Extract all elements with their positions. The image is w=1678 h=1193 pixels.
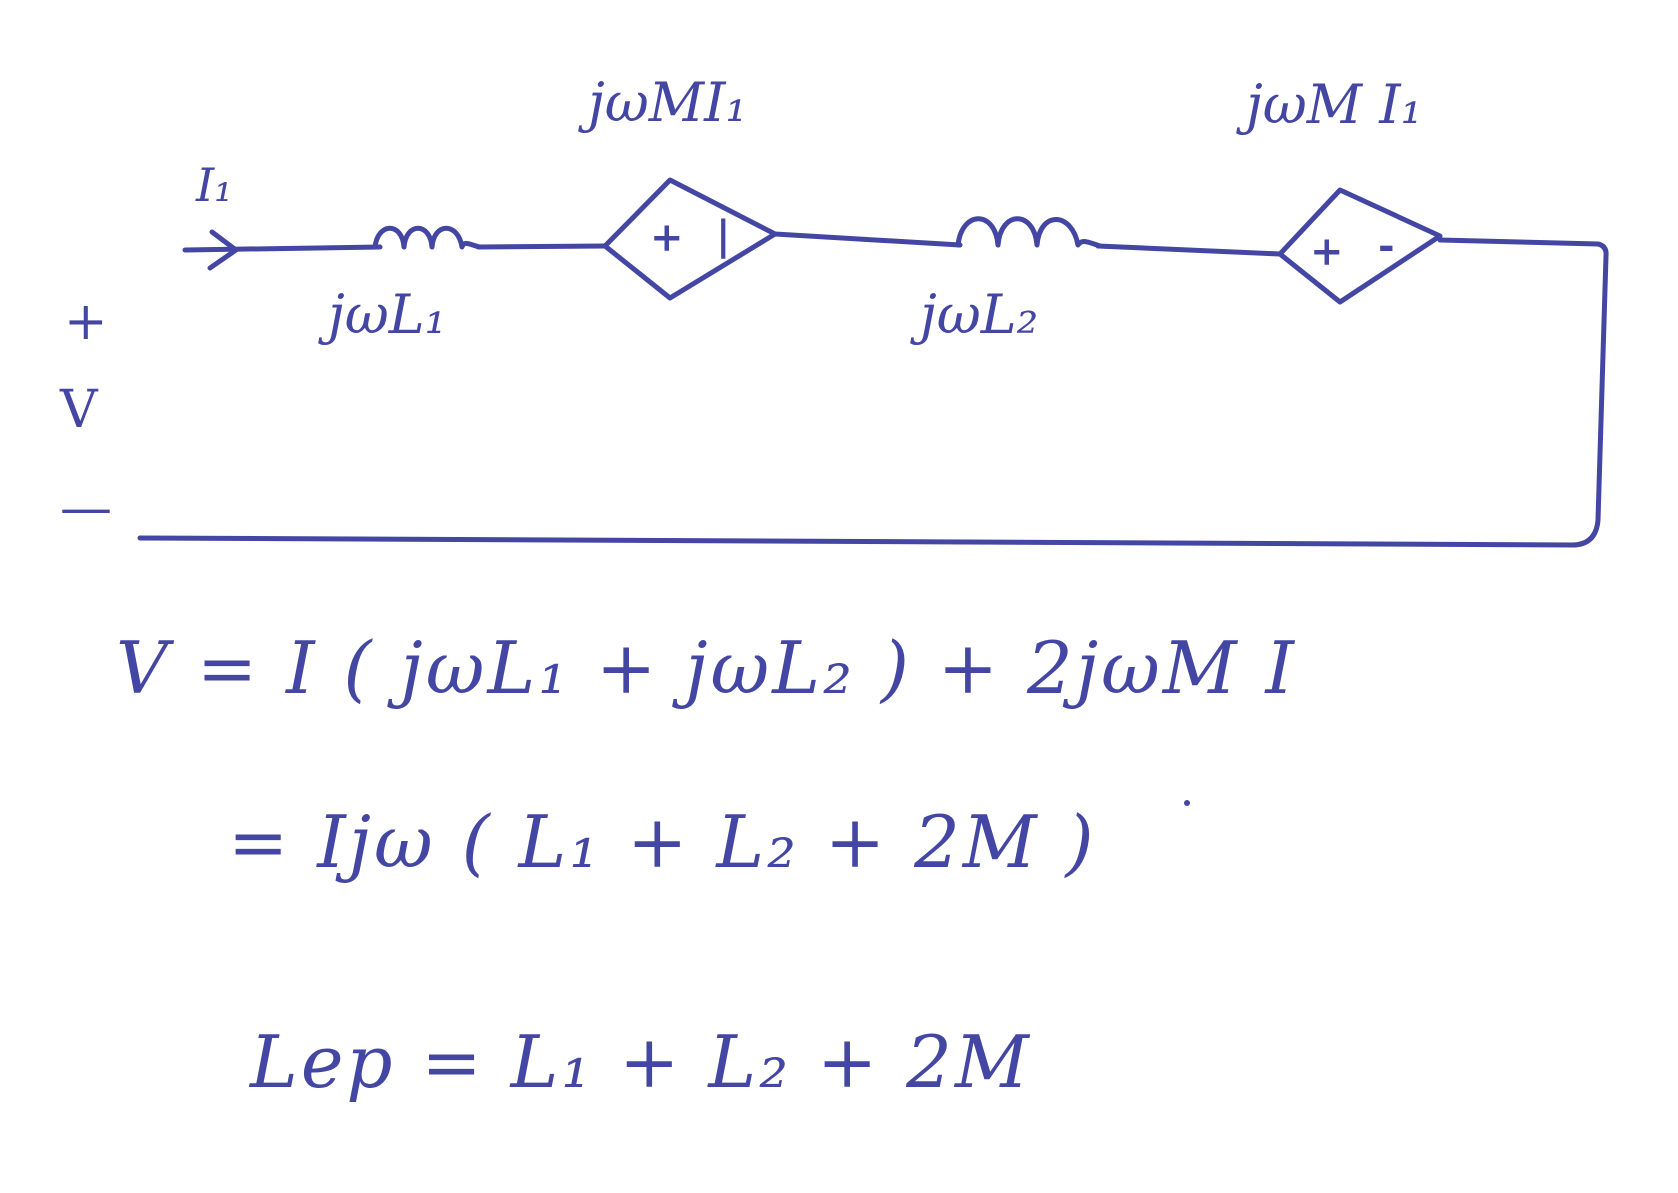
inductor-2-label: jωL₂ bbox=[920, 283, 1039, 346]
source-1-plus-sign: + bbox=[650, 214, 684, 261]
source-2-plus-sign: + bbox=[1310, 228, 1344, 275]
ink-dot bbox=[1184, 800, 1190, 806]
source-2-minus-sign: - bbox=[1378, 222, 1395, 269]
current-arrow-icon bbox=[207, 229, 239, 271]
voltage-minus-sign: — bbox=[60, 478, 112, 538]
equation-line-1: V = I ( jωL₁ + jωL₂ ) + 2jωM I bbox=[116, 626, 1297, 710]
wire-s2-right bbox=[1437, 237, 1609, 259]
voltage-label: V bbox=[60, 380, 98, 440]
inductor-1-coil bbox=[372, 225, 483, 250]
wire-right bbox=[1569, 253, 1609, 548]
dependent-source-2-diamond bbox=[1277, 187, 1443, 305]
inductor-1-label: jωL₁ bbox=[328, 283, 447, 346]
dependent-source-1-diamond bbox=[602, 177, 778, 301]
wire-bottom bbox=[137, 535, 1575, 548]
wire-left-top bbox=[182, 244, 383, 253]
wire-l1-s1 bbox=[475, 243, 608, 250]
equation-line-3: Lep = L₁ + L₂ + 2M bbox=[250, 1020, 1032, 1104]
equation-line-2: = Ijω ( L₁ + L₂ + 2M ) bbox=[228, 800, 1097, 884]
source-2-label: jωM I₁ bbox=[1246, 73, 1423, 136]
source-1-minus-sign: | bbox=[716, 212, 731, 259]
source-1-label: jωMI₁ bbox=[588, 71, 748, 134]
inductor-2-coil bbox=[955, 216, 1103, 249]
current-label: I₁ bbox=[196, 158, 233, 212]
wire-s1-l2 bbox=[772, 231, 963, 248]
wire-l2-s2 bbox=[1095, 243, 1283, 257]
voltage-plus-sign: + bbox=[64, 292, 108, 352]
